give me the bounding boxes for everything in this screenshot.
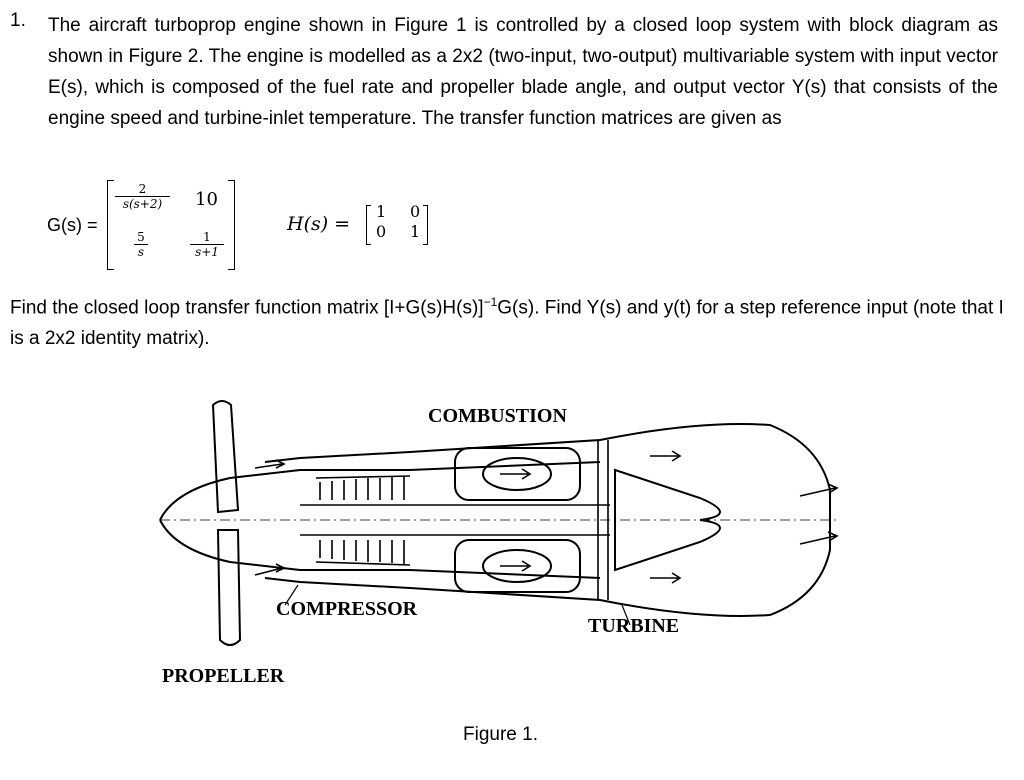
problem-number: 1. (10, 10, 26, 31)
propeller-bottom-blade (216, 529, 242, 646)
flow-arrows (254, 450, 839, 584)
gs-label: G(s) = (47, 215, 98, 235)
propeller-label: PROPELLER (162, 665, 285, 687)
leader-lines (284, 584, 631, 626)
turbine-section (597, 440, 721, 600)
outer-casing (264, 423, 831, 617)
hs-matrix: 1 0 0 1 (366, 202, 428, 247)
gs-matrix: 2 s(s+2) 10 5 s 1 s+1 (107, 180, 235, 270)
compressor-housing (300, 461, 601, 579)
hs-label: H(s) = (287, 213, 351, 235)
find-statement: Find the closed loop transfer function m… (10, 295, 1004, 350)
hs-cell-12: 0 (410, 202, 421, 221)
right-bracket (423, 205, 428, 245)
hs-cell-11: 1 (376, 202, 387, 221)
gs-cell-12: 10 (195, 189, 218, 210)
gs-cell-22: 1 s+1 (190, 230, 224, 259)
turbine-label: TURBINE (588, 615, 680, 637)
hs-cell-21: 0 (376, 222, 387, 241)
left-bracket (107, 180, 114, 270)
propeller-top-blade (211, 400, 240, 514)
drive-shaft (300, 504, 610, 536)
problem-statement: The aircraft turboprop engine shown in F… (48, 15, 998, 129)
turboprop-engine-diagram (159, 400, 840, 646)
hs-cell-22: 1 (410, 222, 421, 241)
compressor-blades (315, 475, 411, 566)
gs-cell-21: 5 s (134, 230, 148, 259)
right-bracket (228, 180, 235, 270)
left-bracket (366, 205, 371, 245)
figure-caption: Figure 1. (463, 724, 538, 745)
compressor-label: COMPRESSOR (276, 598, 418, 620)
spinner-nose (159, 469, 301, 571)
gs-cell-11: 2 s(s+2) (115, 182, 170, 211)
combustion-label: COMBUSTION (428, 405, 567, 427)
figure-1: COMBUSTION COMPRESSOR TURBINE PROPELLER (150, 395, 850, 705)
combustion-chambers (454, 447, 581, 593)
